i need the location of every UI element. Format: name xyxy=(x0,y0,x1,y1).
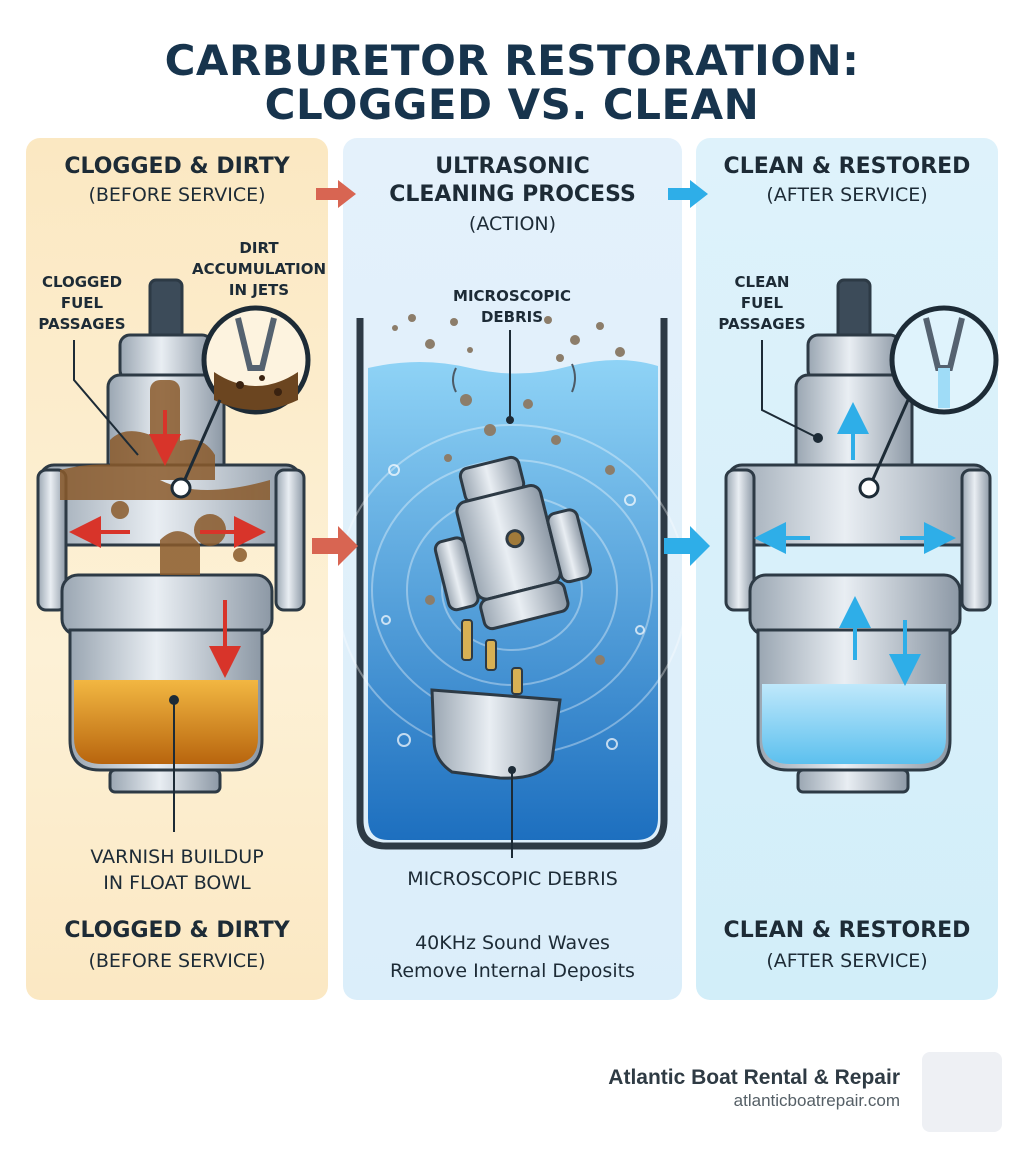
bubbles xyxy=(381,464,645,750)
ultrasonic-tank xyxy=(336,314,688,858)
before-subheading: (BEFORE SERVICE) xyxy=(88,184,266,206)
clean-flow-arrows xyxy=(754,402,956,686)
after-footer-subheading: (AFTER SERVICE) xyxy=(766,950,928,972)
process-caption-line-1: 40KHz Sound Waves xyxy=(415,932,610,954)
page-title-line-2: CLOGGED VS. CLEAN xyxy=(264,80,760,129)
process-caption-line-2: Remove Internal Deposits xyxy=(390,960,635,982)
jet-magnifier-dirty xyxy=(170,305,311,499)
debris-rising-arrows xyxy=(452,363,576,393)
clogged-fuel-passages-label: CLOGGED FUEL PASSAGES xyxy=(38,273,126,333)
after-footer-heading: CLEAN & RESTORED xyxy=(723,918,971,943)
process-subheading: (ACTION) xyxy=(468,213,557,235)
process-heading-line-1: ULTRASONIC xyxy=(435,154,590,179)
microscopic-debris-top-label: MICROSCOPIC DEBRIS xyxy=(453,287,571,326)
before-footer-heading: CLOGGED & DIRTY xyxy=(64,918,290,943)
right-leader-lines xyxy=(761,340,823,443)
before-heading: CLOGGED & DIRTY xyxy=(64,154,290,179)
dirt-accumulation-label: DIRT ACCUMULATION IN JETS xyxy=(191,239,327,299)
microscopic-debris-bottom-label: MICROSCOPIC DEBRIS xyxy=(407,868,618,890)
left-leader-lines xyxy=(73,340,179,832)
dirty-flow-arrows xyxy=(69,410,266,678)
varnish-buildup-label: VARNISH BUILDUP IN FLOAT BOWL xyxy=(90,846,264,894)
process-heading-line-2: CLEANING PROCESS xyxy=(389,182,636,207)
brand-url[interactable]: atlanticboatrepair.com xyxy=(733,1091,900,1110)
submerged-carburetor xyxy=(433,455,593,631)
brand-name: Atlantic Boat Rental & Repair xyxy=(608,1066,900,1089)
after-subheading: (AFTER SERVICE) xyxy=(766,184,928,206)
transition-arrows xyxy=(312,180,710,566)
after-heading: CLEAN & RESTORED xyxy=(723,154,971,179)
page-title-line-1: CARBURETOR RESTORATION: xyxy=(164,36,860,85)
submerged-float-bowl xyxy=(430,688,562,780)
clean-fuel-passages-label: CLEAN FUEL PASSAGES xyxy=(718,273,806,333)
microscopic-debris-particles xyxy=(392,314,625,665)
before-footer-subheading: (BEFORE SERVICE) xyxy=(88,950,266,972)
jet-magnifier-clean xyxy=(858,305,999,499)
boat-logo-icon xyxy=(922,1052,1002,1132)
submerged-jets xyxy=(461,619,523,695)
